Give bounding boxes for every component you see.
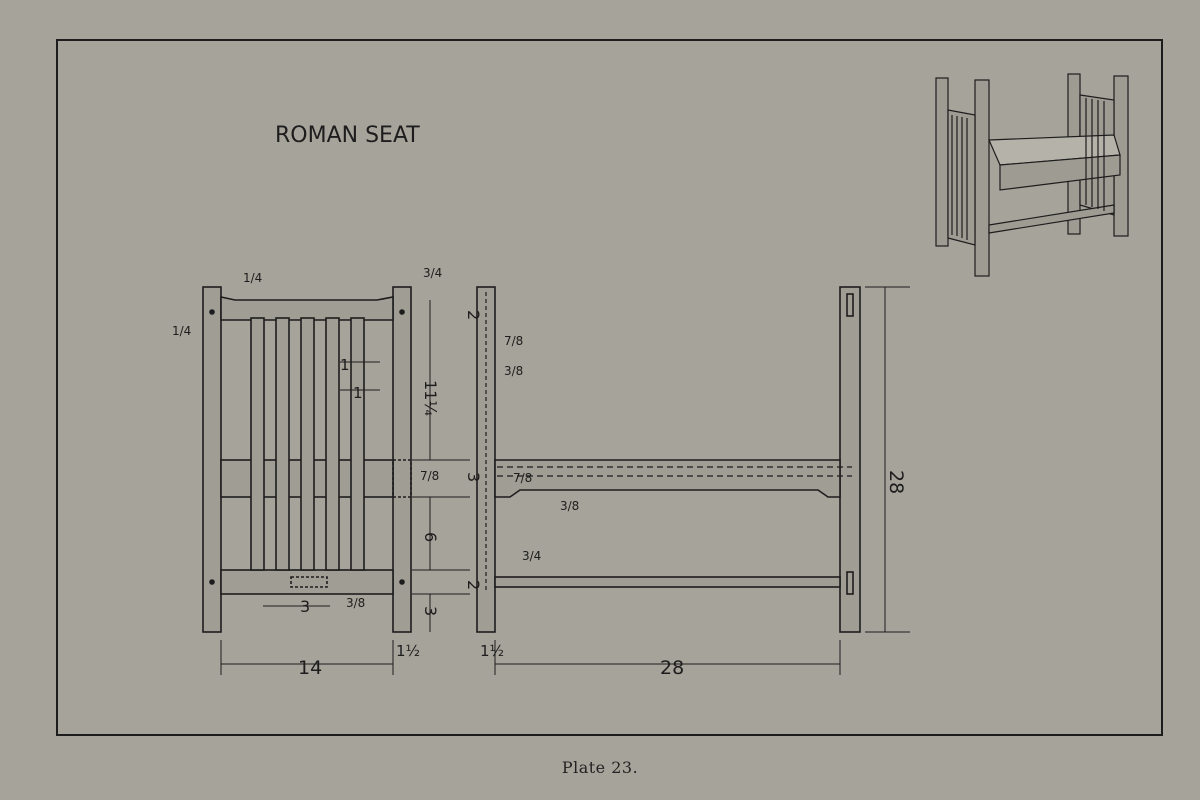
dim-tenon-38-1: 3/8 [504,364,523,378]
side-front-post [839,286,861,633]
drawing-title: ROMAN SEAT [275,123,420,148]
dim-front-width: 14 [298,657,322,679]
slat [275,317,290,571]
side-view [476,286,861,633]
dim-slat-width-2: 1 [353,384,363,402]
dim-height: 28 [885,470,907,494]
dim-tenon-78-3: 7/8 [513,471,532,485]
slat [350,317,365,571]
seat-tenon [392,459,412,498]
dowel-dot [399,309,405,315]
dim-mortise-38: 3/8 [346,596,365,610]
dim-mid-gap: 6 [421,532,440,542]
dim-left-quarter: 1/4 [172,324,191,338]
dim-foot: 3 [421,606,440,616]
dim-tenon-78-2: 7/8 [420,469,439,483]
dim-top-rail: 2 [464,310,483,320]
dim-stretcher-34: 3/4 [522,549,541,563]
front-bottom-rail [220,569,394,595]
dowel-dot [209,579,215,585]
slat [250,317,265,571]
slat [300,317,315,571]
dim-top-rail-quarter: 1/4 [243,271,262,285]
dim-seat-rail: 3 [464,472,483,482]
front-top-rail [220,296,394,321]
dimension-lines [220,286,910,675]
dim-bottom-rail: 2 [464,580,483,590]
side-stretcher [494,576,841,588]
plate-border [56,39,1163,736]
dowel-dot [209,309,215,315]
dim-slat-width-1: 1 [340,356,350,374]
post-mortise [846,293,854,317]
post-mortise [846,571,854,595]
dim-panel-height: 11¼ [421,380,440,416]
plate-caption: Plate 23. [561,758,639,777]
slat [325,317,340,571]
perspective-sketch [935,73,1129,277]
dim-tenon-38-2: 3/8 [560,499,579,513]
bottom-mortise [290,576,328,588]
dim-post-1: 1½ [396,642,420,660]
dim-top-gap: 3/4 [423,266,442,280]
side-seat-rail [494,459,841,498]
dim-mortise-length: 3 [300,597,310,616]
front-view [202,286,412,633]
dim-side-depth: 28 [660,657,684,679]
dowel-dot [399,579,405,585]
dim-post-2: 1½ [480,642,504,660]
dim-tenon-78-1: 7/8 [504,334,523,348]
